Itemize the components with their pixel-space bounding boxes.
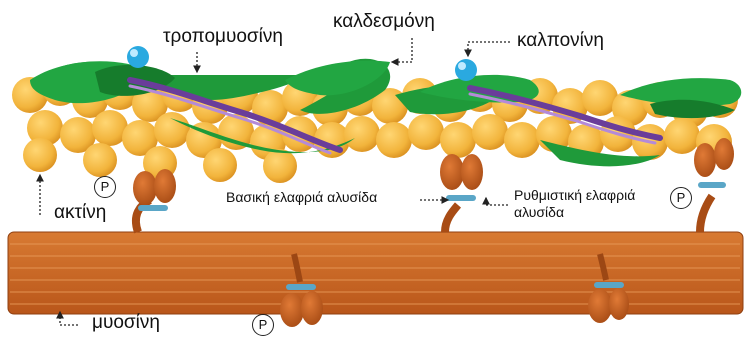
phosphate-badge: P <box>94 176 116 198</box>
myosin-head <box>694 138 734 232</box>
label-myosin: μυοσίνη <box>92 313 160 334</box>
label-calponin: καλπονίνη <box>517 31 604 52</box>
label-regulatory-light-chain-line2: αλυσίδα <box>514 205 564 220</box>
myosin-head <box>133 169 176 232</box>
label-tropomyosin: τροπομυοσίνη <box>163 27 283 48</box>
myosin-head <box>440 154 483 232</box>
phosphate-badge: P <box>670 187 692 209</box>
label-actin: ακτίνη <box>54 203 106 224</box>
label-essential-light-chain: Βασική ελαφριά αλυσίδα <box>226 190 377 205</box>
label-caldesmon: καλδεσμόνη <box>333 12 435 33</box>
phosphate-badge: P <box>252 314 274 336</box>
label-regulatory-light-chain-line1: Ρυθμιστική ελαφριά <box>514 188 635 203</box>
myosin-filament <box>8 232 743 314</box>
